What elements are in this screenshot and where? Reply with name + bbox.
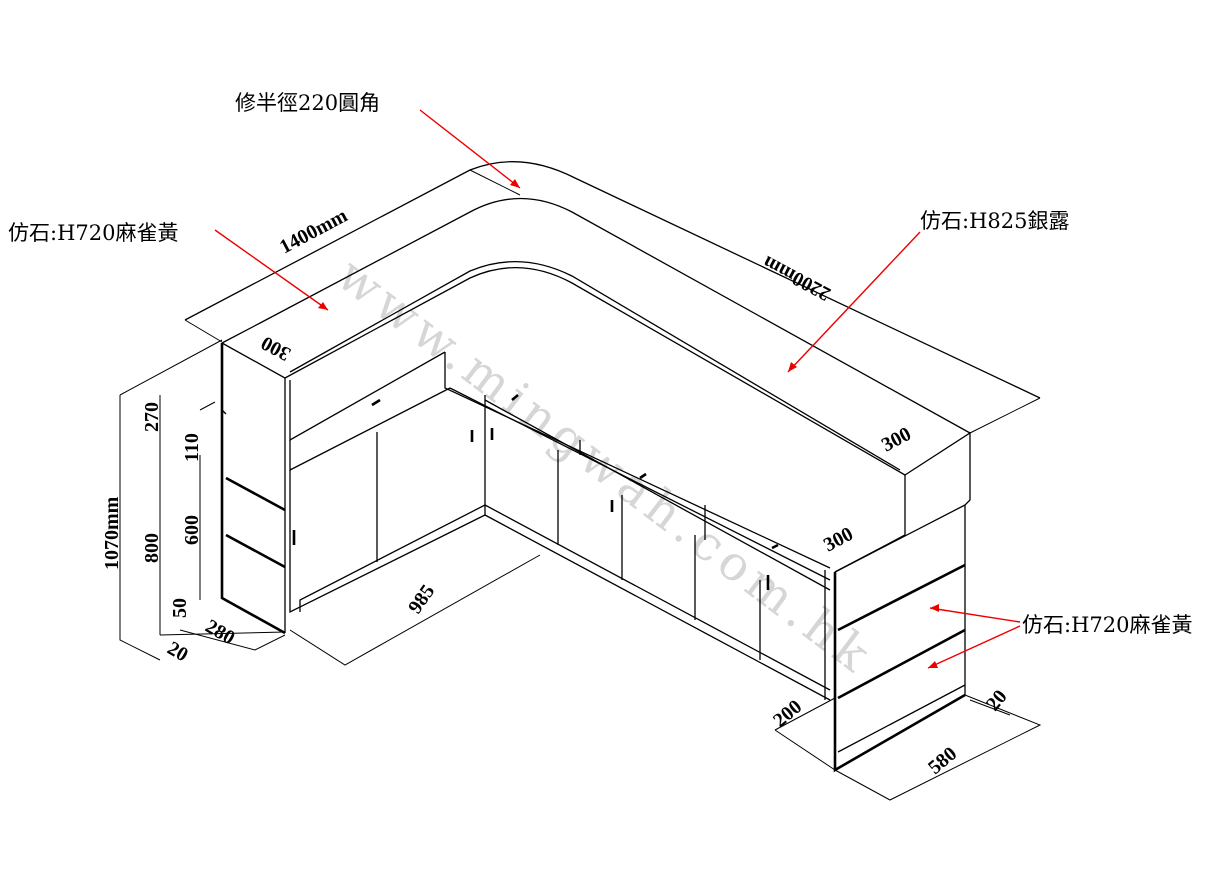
dim-shelf-depth: 300 bbox=[820, 523, 857, 557]
stone-left-label: 仿石:H720麻雀黃 bbox=[8, 221, 178, 245]
dim-base-depth-right: 200 bbox=[769, 696, 806, 732]
dim-height-top: 270 bbox=[141, 402, 163, 432]
dim-height-plinth: 50 bbox=[169, 598, 191, 618]
annotation-arrows bbox=[214, 109, 1021, 669]
dim-height-body: 800 bbox=[141, 533, 163, 563]
dimension-lines bbox=[119, 169, 1042, 801]
dim-height-gap: 110 bbox=[181, 433, 203, 462]
counter-outline bbox=[184, 161, 1041, 773]
dim-length-left: 1400mm bbox=[276, 204, 351, 258]
dim-base-offset-right: 20 bbox=[982, 686, 1012, 715]
stone-right-label: 仿石:H720麻雀黃 bbox=[1022, 613, 1192, 637]
dim-cabinet-length: 985 bbox=[404, 581, 439, 618]
dim-end-width: 580 bbox=[924, 743, 961, 779]
stone-top-label: 仿石:H825銀露 bbox=[920, 209, 1069, 233]
dim-length-right: 2200mm bbox=[759, 251, 834, 305]
dim-top-depth-right: 300 bbox=[878, 423, 915, 457]
corner-radius-label: 修半徑220圓角 bbox=[235, 91, 380, 115]
dim-height-door: 600 bbox=[181, 515, 203, 545]
dim-top-depth-left: 300 bbox=[258, 332, 295, 366]
dim-base-offset: 20 bbox=[164, 637, 192, 666]
dim-height-total: 1070mm bbox=[101, 496, 123, 570]
